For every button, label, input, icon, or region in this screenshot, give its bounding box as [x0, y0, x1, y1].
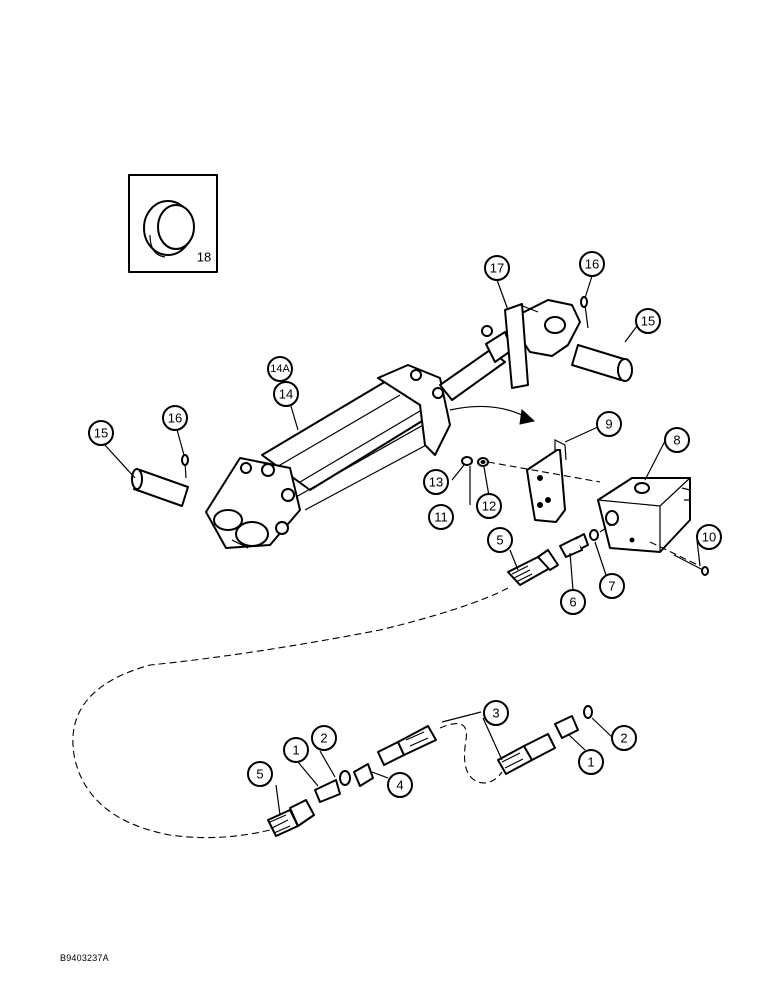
callout-number: 14	[279, 387, 293, 402]
callout-14a: 14A	[267, 356, 293, 382]
callout-13: 13	[423, 469, 449, 495]
upper-fitting-chain	[507, 523, 613, 586]
callout-7: 7	[599, 573, 625, 599]
callout-number: 2	[320, 731, 327, 746]
callout-number: 12	[482, 499, 496, 514]
callout-9: 9	[596, 411, 622, 437]
inset-label: 18	[197, 250, 211, 265]
callout-number: 9	[605, 417, 612, 432]
callout-11: 11	[428, 504, 454, 530]
callout-12: 12	[476, 493, 502, 519]
callout-number: 13	[429, 475, 443, 490]
callout-number: 11	[434, 510, 448, 525]
callout-number: 15	[641, 314, 655, 329]
callout-2-left: 2	[311, 725, 337, 751]
callout-8: 8	[664, 427, 690, 453]
callout-number: 14A	[270, 363, 290, 375]
callout-number: 2	[620, 731, 627, 746]
callout-15-left: 15	[88, 420, 114, 446]
nut-washers	[461, 456, 601, 483]
callouts: 17 16 15 14A 14 15 16 9 8 13 11 12 10 5 …	[88, 251, 722, 798]
drawing-reference-code: B9403237A	[60, 953, 109, 963]
callout-number: 5	[496, 533, 503, 548]
callout-number: 1	[292, 743, 299, 758]
callout-2-right: 2	[611, 725, 637, 751]
callout-number: 1	[587, 755, 594, 770]
pins	[131, 296, 633, 507]
callout-number: 10	[702, 530, 716, 545]
callout-4: 4	[387, 772, 413, 798]
callout-1-left: 1	[283, 737, 309, 763]
callout-number: 17	[490, 261, 504, 276]
callout-number: 3	[492, 706, 499, 721]
callout-number: 5	[256, 767, 263, 782]
callout-number: 15	[94, 426, 108, 441]
callout-6: 6	[560, 589, 586, 615]
callout-number: 16	[168, 411, 182, 426]
valve-block	[597, 477, 709, 576]
mounting-bracket	[526, 439, 567, 523]
callout-number: 6	[569, 595, 576, 610]
inset-seal-ring: 18	[128, 174, 218, 273]
callout-15-right: 15	[635, 308, 661, 334]
hose-route	[72, 587, 509, 839]
leader-lines	[103, 275, 701, 816]
callout-number: 4	[396, 778, 403, 793]
callout-14: 14	[273, 381, 299, 407]
callout-10: 10	[696, 524, 722, 550]
callout-5-lower: 5	[247, 761, 273, 787]
hose-jumper	[439, 723, 503, 784]
callout-number: 7	[608, 579, 615, 594]
callout-3: 3	[483, 700, 509, 726]
callout-1-right: 1	[578, 749, 604, 775]
callout-number: 16	[585, 257, 599, 272]
callout-number: 8	[673, 433, 680, 448]
lower-fitting-chain-left	[267, 725, 437, 837]
lower-fitting-chain-right	[497, 705, 593, 775]
hydraulic-cylinder	[205, 299, 581, 549]
callout-16-left: 16	[162, 405, 188, 431]
callout-16-top: 16	[579, 251, 605, 277]
callout-17: 17	[484, 255, 510, 281]
callout-5-upper: 5	[487, 527, 513, 553]
